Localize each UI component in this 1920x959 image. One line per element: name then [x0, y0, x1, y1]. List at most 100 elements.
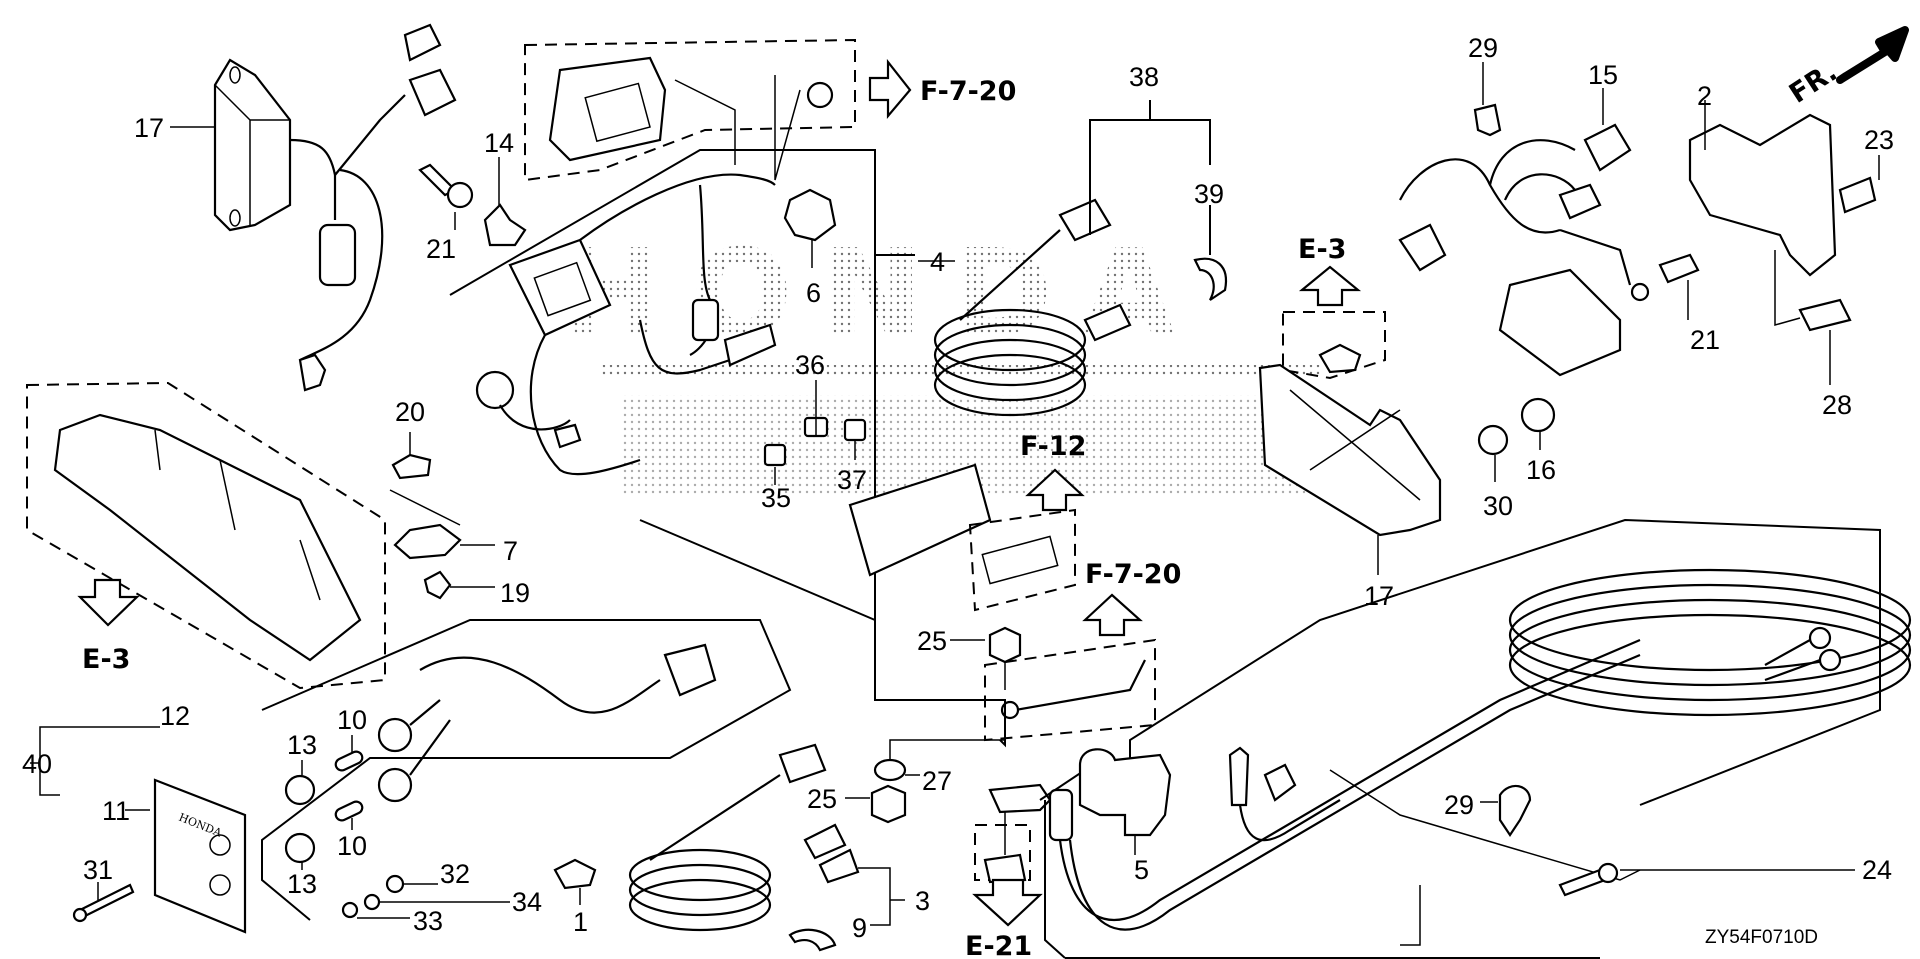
arrow-up-icon [1025, 468, 1085, 512]
callout-25-lower[interactable]: 25 [807, 784, 837, 814]
callout-32[interactable]: 32 [440, 859, 470, 889]
arrow-right-icon [868, 58, 912, 120]
callout-17[interactable]: 17 [1364, 581, 1394, 611]
part-32-33-34-washers [341, 874, 510, 919]
part-17-bracket [1258, 311, 1442, 575]
callout-39[interactable]: 39 [1194, 179, 1224, 209]
ref-label[interactable]: F-12 [1020, 431, 1086, 462]
ref-e-3-left: E-3 [77, 578, 140, 675]
part-11-panel: HONDA [30, 726, 247, 934]
part-14-clip [483, 203, 527, 247]
part-f12-cover [848, 463, 1076, 612]
part-12-harness [261, 619, 792, 921]
part-1-clamp [553, 858, 597, 905]
ref-label[interactable]: F-7-20 [920, 76, 1016, 107]
subassembly-e-3-left [26, 381, 386, 690]
leader-lines [170, 126, 1421, 946]
part-25-nut-lower [845, 784, 907, 824]
front-direction-indicator: FR. [1784, 26, 1909, 110]
part-3-cable-coil [628, 743, 905, 952]
callout-24[interactable]: 24 [1862, 855, 1892, 885]
arrow-up-icon [1082, 593, 1143, 637]
callout-36[interactable]: 36 [795, 350, 825, 380]
front-arrow-icon [1836, 26, 1909, 84]
ref-f-12: F-12 [1020, 431, 1086, 512]
ref-f-7-20-top: F-7-20 [868, 58, 1016, 120]
part-30-grommet [1477, 424, 1509, 482]
callout-2[interactable]: 2 [1697, 81, 1712, 111]
callout-3[interactable]: 3 [915, 886, 930, 916]
part-2-bracket [1658, 100, 1880, 385]
part-5-boot [1078, 748, 1172, 855]
part-10-bulbs [334, 735, 364, 830]
callout-18[interactable]: 17 [134, 113, 164, 143]
part-35-36-37-connectors [763, 380, 867, 485]
callout-5[interactable]: 5 [1134, 855, 1149, 885]
arrow-down-icon [77, 578, 140, 627]
part-25-nut-upper [950, 626, 1022, 690]
part-19-clip [423, 570, 495, 600]
callout-37[interactable]: 37 [837, 465, 867, 495]
ref-label[interactable]: E-3 [1298, 234, 1346, 265]
callout-labels: 17 21 14 38 39 4 6 29 15 2 23 21 28 20 3… [22, 33, 1894, 943]
callout-15[interactable]: 15 [1588, 60, 1618, 90]
part-38-cable-coil [933, 100, 1228, 417]
part-15-harness [1398, 62, 1650, 377]
callout-7[interactable]: 7 [503, 536, 518, 566]
callout-22[interactable]: 21 [426, 234, 456, 264]
callout-21[interactable]: 21 [1690, 325, 1720, 355]
callout-4[interactable]: 4 [930, 247, 945, 277]
part-7-bracket [389, 489, 495, 560]
part-6-grommet [783, 188, 837, 268]
ref-label[interactable]: E-3 [82, 644, 130, 675]
ref-e-3-right: E-3 [1298, 234, 1362, 307]
part-16-grommet [1520, 397, 1556, 450]
part-22-bolt [418, 163, 474, 209]
callout-27[interactable]: 27 [922, 766, 952, 796]
callout-1[interactable]: 1 [573, 907, 588, 937]
callout-10-lower[interactable]: 10 [337, 831, 367, 861]
callout-25-upper[interactable]: 25 [917, 626, 947, 656]
part-f-7-20-ground-cable [874, 620, 1156, 748]
arrow-up-icon [1298, 265, 1362, 307]
part-18-module [213, 23, 457, 392]
part-4-harness [449, 149, 915, 622]
callout-28[interactable]: 28 [1822, 390, 1852, 420]
arrow-down-icon [972, 878, 1043, 927]
part-24-bolt [1558, 862, 1855, 897]
callout-16[interactable]: 16 [1526, 455, 1556, 485]
watermark-bar [600, 365, 1320, 377]
part-31-screw [72, 882, 135, 923]
callout-40[interactable]: 40 [22, 749, 52, 779]
callout-30[interactable]: 30 [1483, 491, 1513, 521]
callout-12[interactable]: 12 [160, 701, 190, 731]
part-29-clip-lower [1480, 784, 1532, 837]
callout-29-lower[interactable]: 29 [1444, 790, 1474, 820]
front-label: FR. [1784, 56, 1843, 109]
subassembly-f-7-20-top [524, 38, 856, 182]
callout-13-lower[interactable]: 13 [287, 869, 317, 899]
callout-10-upper[interactable]: 10 [337, 705, 367, 735]
part-e21-relay [974, 783, 1052, 884]
callout-29-top[interactable]: 29 [1468, 33, 1498, 63]
callout-23[interactable]: 23 [1864, 125, 1894, 155]
callout-6[interactable]: 6 [806, 278, 821, 308]
part-27-washer [873, 739, 1005, 782]
callout-33[interactable]: 33 [413, 906, 443, 936]
ref-e-21: E-21 [965, 878, 1043, 959]
callout-31[interactable]: 31 [83, 855, 113, 885]
callout-19[interactable]: 19 [500, 578, 530, 608]
ref-label[interactable]: F-7-20 [1085, 559, 1181, 590]
callout-13-upper[interactable]: 13 [287, 730, 317, 760]
callout-20[interactable]: 20 [395, 397, 425, 427]
part-13-grommets [284, 760, 316, 870]
ref-label[interactable]: E-21 [965, 931, 1032, 959]
watermark-text: HONDA [560, 225, 1205, 364]
callout-14[interactable]: 14 [484, 128, 514, 158]
callout-11[interactable]: 11 [102, 796, 130, 826]
callout-34[interactable]: 34 [512, 887, 542, 917]
callout-9[interactable]: 9 [852, 913, 867, 943]
callout-35[interactable]: 35 [761, 483, 791, 513]
callout-38[interactable]: 38 [1129, 62, 1159, 92]
